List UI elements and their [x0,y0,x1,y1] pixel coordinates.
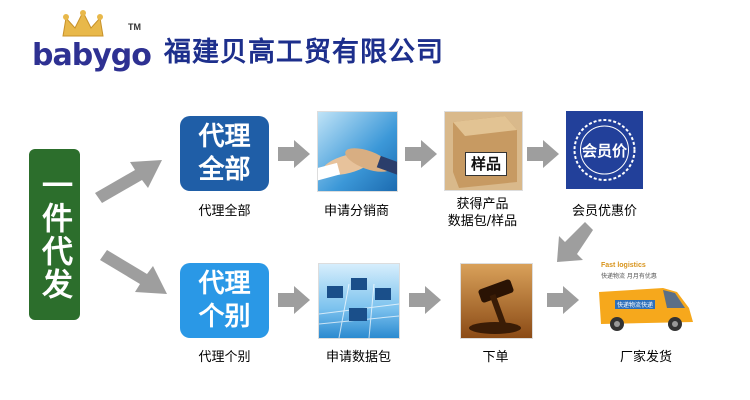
arrow-right-icon [527,140,559,168]
agent-all-line1: 代理 [198,121,251,152]
member-price-image: 会员价 [566,111,643,189]
gavel-image [460,263,533,339]
handshake-image [317,111,398,192]
logo [30,6,140,76]
arrow-right-icon [278,286,310,314]
caption-member-price: 会员优惠价 [571,204,637,219]
badge-icon [573,119,636,181]
van-brand-text: Fast logistics [601,262,646,269]
agent-single-button[interactable]: 代理 个别 [180,263,269,338]
caption-agent-single: 代理个别 [198,350,251,365]
caption-apply-data: 申请数据包 [325,350,391,365]
delivery-van-image: Fast logistics 快递物流 月月有优惠 快递物流快递 [593,262,699,336]
trademark-mark: TM [128,22,141,32]
agent-all-button[interactable]: 代理 全部 [180,116,269,191]
sample-label: 样品 [465,152,507,176]
company-name: 福建贝高工贸有限公司 [164,37,444,68]
van-side-text: 快递物流快递 [615,300,656,309]
arrow-right-icon [278,140,310,168]
van-tagline-text: 快递物流 月月有优惠 [601,273,657,280]
network-image [318,263,400,339]
agent-all-line2: 全部 [198,154,251,185]
caption-get-sample: 获得产品 数据包/样品 [424,196,541,230]
member-badge-text: 会员价 [581,142,627,160]
arrow-right-icon [409,286,441,314]
caption-place-order: 下单 [482,350,509,365]
agent-single-line1: 代理 [198,268,251,299]
caption-apply-sales: 申请分销商 [323,204,389,219]
arrow-down-right-icon [100,250,167,294]
caption-agent-all: 代理全部 [198,204,251,219]
sample-box-image: 样品 [444,111,523,191]
crown-icon [62,10,104,37]
arrow-up-right-icon [95,160,162,203]
logo-text: babygo [32,38,152,73]
caption-factory-ship: 厂家发货 [619,350,672,365]
caption-get-sample-line2: 数据包/样品 [447,214,518,229]
arrow-right-icon [405,140,437,168]
agent-single-line2: 个别 [198,301,251,332]
one-piece-dropship-label: 一件代发 [29,149,80,320]
arrow-right-icon [547,286,579,314]
left-label-text: 一件代发 [36,168,72,301]
caption-get-sample-line1: 获得产品 [456,197,509,212]
arrow-down-left-icon [557,222,593,262]
